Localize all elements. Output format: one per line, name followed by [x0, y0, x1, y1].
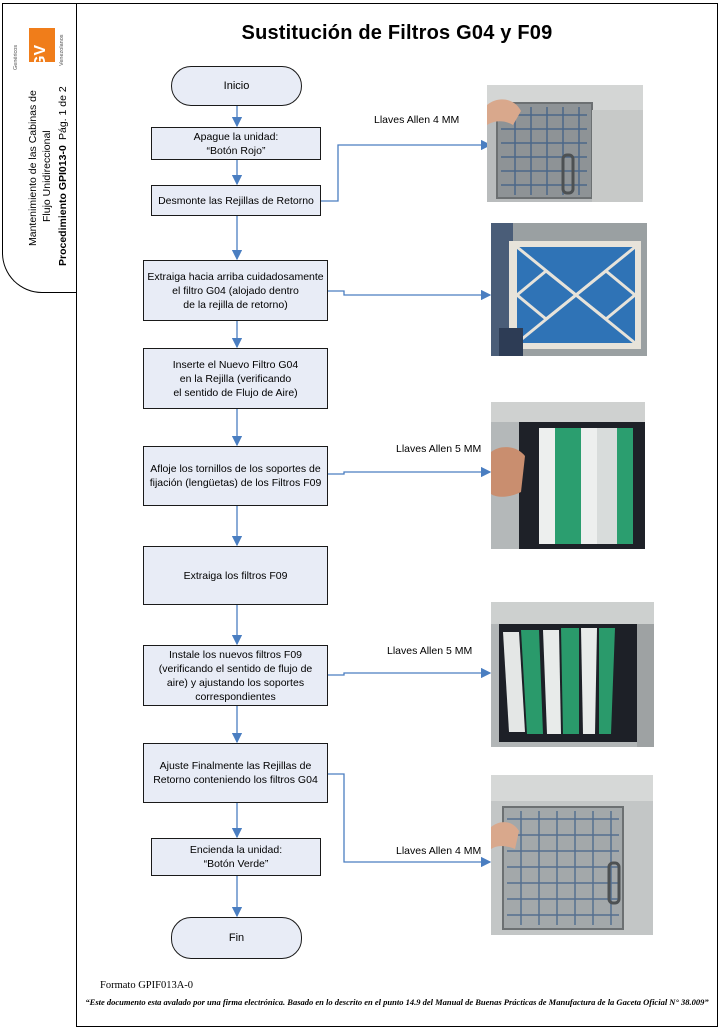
link-step8-photo5 [328, 773, 492, 868]
link-step7-photo4 [328, 667, 492, 679]
flow-step-5: Afloje los tornillos de los soportes de … [143, 446, 328, 506]
page-title: Sustitución de Filtros G04 y F09 [241, 22, 553, 44]
footer-note: “Este documento esta avalado por una fir… [85, 997, 709, 1007]
flow-step-7: Instale los nuevos filtros F09 (verifica… [143, 645, 328, 706]
photo-f09-loosen [491, 402, 645, 549]
page-frame [76, 3, 718, 1027]
photo-remove-grille [487, 85, 643, 202]
photo-f09-install [491, 602, 654, 747]
tool-label-4: Llaves Allen 4 MM [396, 845, 482, 857]
link-step2-photo1 [321, 139, 492, 202]
photo-grille-refit [491, 775, 653, 935]
flow-start: Inicio [171, 66, 302, 106]
flow-end: Fin [171, 917, 302, 959]
flow-step-8: Ajuste Finalmente las Rejillas de Retorn… [143, 743, 328, 803]
flow-step-6: Extraiga los filtros F09 [143, 546, 328, 605]
tool-label-2: Llaves Allen 5 MM [396, 443, 482, 455]
format-code: Formato GPIF013A-0 [100, 980, 194, 991]
flow-step-3: Extraiga hacia arriba cuidadosamente el … [143, 260, 328, 321]
flow-step-1: Apague la unidad: “Botón Rojo” [151, 127, 321, 160]
logo-badge [29, 28, 55, 62]
flow-step-2: Desmonte las Rejillas de Retorno [151, 185, 321, 216]
link-step5-photo3 [328, 466, 492, 478]
document-side-tab: Genéricos GV Venezolanos Mantenimiento d… [2, 3, 76, 293]
photo-g04-filter [491, 223, 647, 356]
tool-label-1: Llaves Allen 4 MM [374, 114, 460, 126]
flow-step-9: Encienda la unidad: “Botón Verde” [151, 838, 321, 876]
company-logo [29, 28, 55, 62]
tool-label-3: Llaves Allen 5 MM [387, 645, 473, 657]
flow-step-4: Inserte el Nuevo Filtro G04 en la Rejill… [143, 348, 328, 409]
link-step3-photo2 [328, 289, 492, 301]
